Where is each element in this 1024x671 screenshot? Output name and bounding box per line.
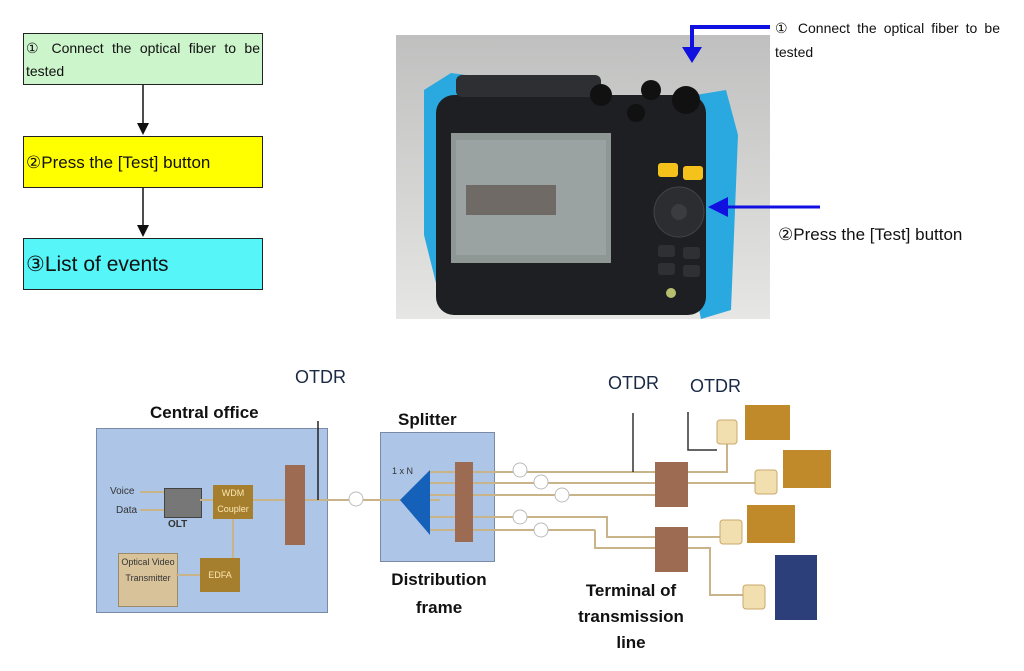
flow-step-label: ① Connect the optical fiber to be tested xyxy=(26,40,260,79)
voice-label: Voice xyxy=(110,486,135,497)
arrow-down-icon xyxy=(137,225,149,237)
central-office-title: Central office xyxy=(150,403,259,422)
terminal-caption: Terminal of transmission line xyxy=(578,581,684,652)
office-building xyxy=(775,555,817,620)
edfa: EDFA xyxy=(200,558,240,592)
splitter-title: Splitter xyxy=(398,410,457,429)
annotation-press-test: ②Press the [Test] button xyxy=(778,225,963,244)
distribution-frame-caption: Distribution frame xyxy=(391,570,487,617)
annotation-connect-fiber: ① Connect the optical fiber to be tested xyxy=(775,20,1000,60)
flow-step-label: ③List of events xyxy=(26,253,169,276)
patch-panel xyxy=(285,465,305,545)
terminal-box xyxy=(655,462,688,507)
olt-label: OLT xyxy=(168,519,188,530)
splitter-triangle-icon xyxy=(400,470,430,535)
flow-step-connect-fiber: ① Connect the optical fiber to be tested xyxy=(23,33,263,85)
olt-device xyxy=(164,488,202,518)
arrow-down-icon xyxy=(137,123,149,135)
otdr-label: OTDR xyxy=(295,367,346,387)
splitter-ratio: 1 x N xyxy=(392,466,414,476)
terminal-box xyxy=(655,527,688,572)
otdr-device-photo xyxy=(396,35,770,319)
otdr-label: OTDR xyxy=(690,376,741,396)
flow-step-label: ②Press the [Test] button xyxy=(26,153,211,172)
flow-step-press-test: ②Press the [Test] button xyxy=(23,136,263,188)
flow-arrows xyxy=(137,85,149,237)
otdr-label: OTDR xyxy=(608,373,659,393)
patch-panel xyxy=(455,462,473,542)
arrow-down-icon xyxy=(682,47,702,63)
arrow-left-icon xyxy=(708,197,728,217)
optical-video-transmitter: Optical Video Transmitter xyxy=(118,553,178,607)
splitter-box xyxy=(380,432,495,562)
flow-step-list-events: ③List of events xyxy=(23,238,263,290)
wdm-coupler: WDM Coupler xyxy=(213,485,253,519)
annotation-arrows xyxy=(682,25,820,217)
data-label: Data xyxy=(116,505,138,516)
